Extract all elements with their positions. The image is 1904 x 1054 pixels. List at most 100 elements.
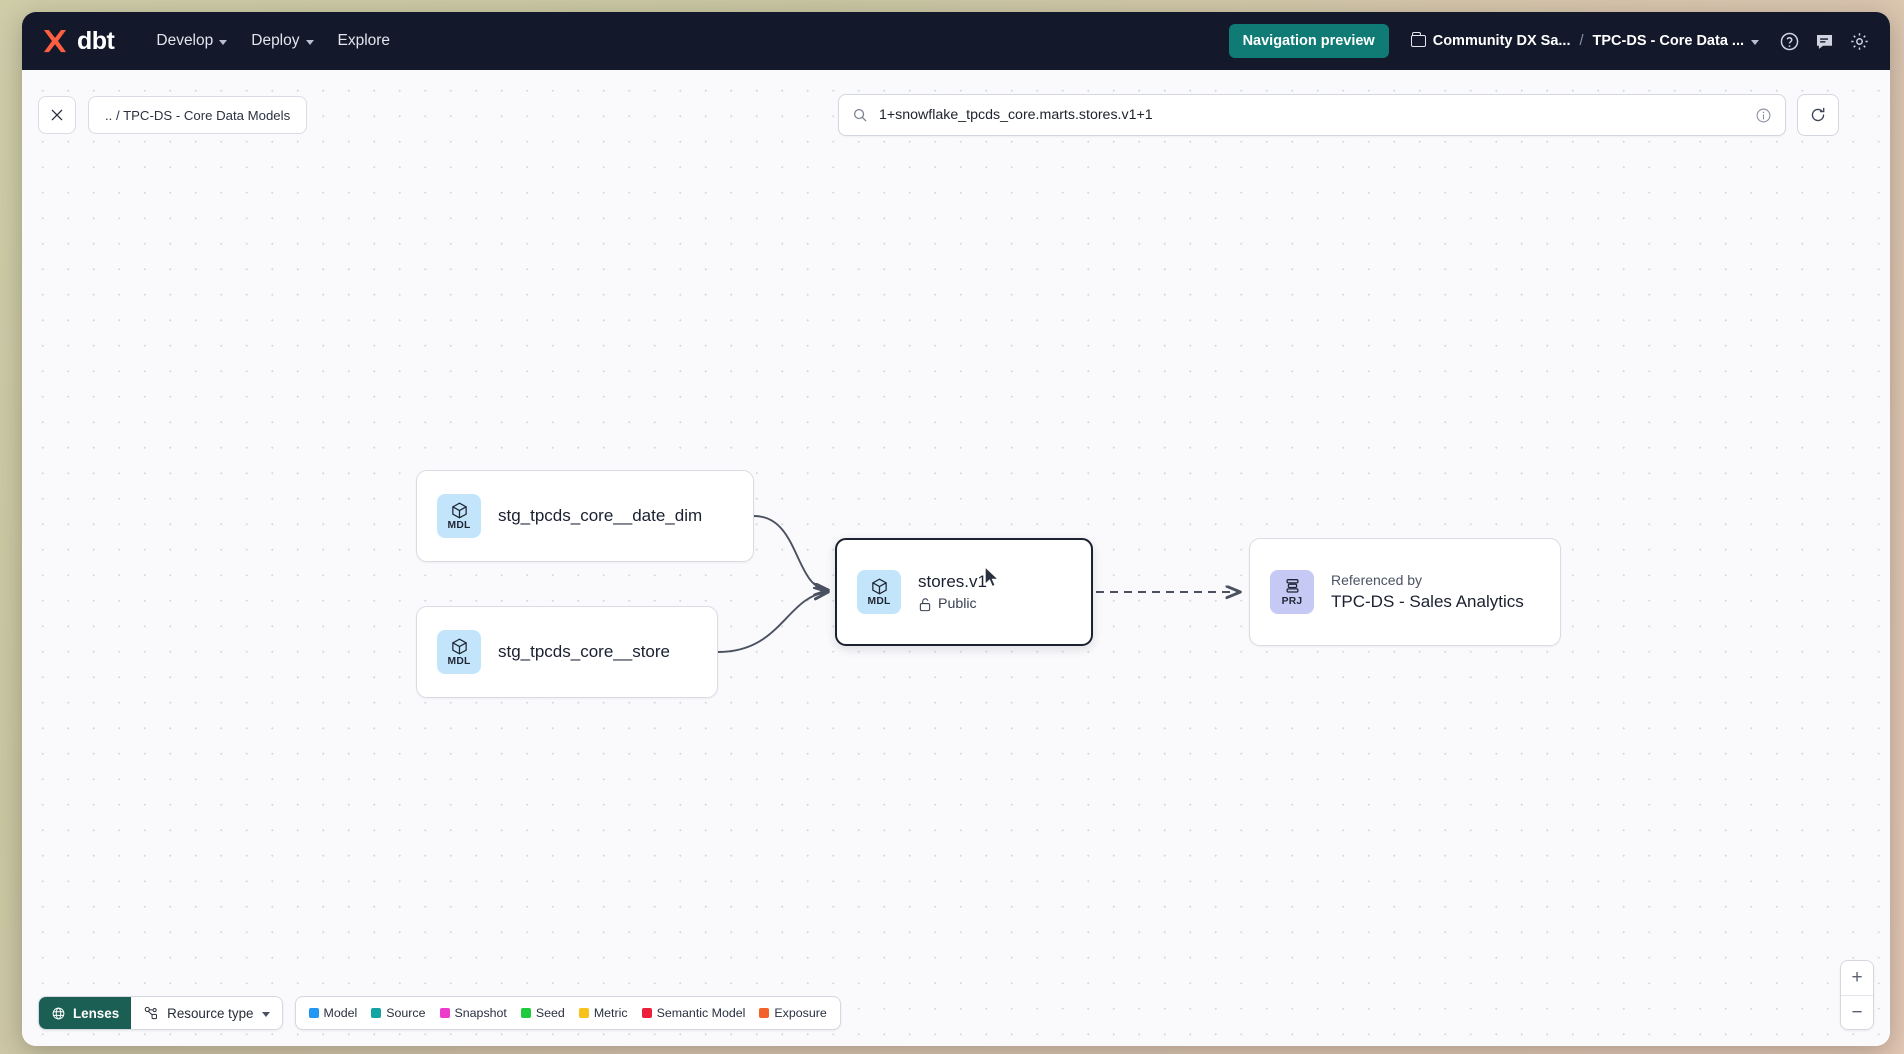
- close-icon: [51, 109, 63, 121]
- graph-node-label: stores.v1: [918, 572, 987, 591]
- lineage-edges: [717, 515, 1890, 653]
- help-circle-icon[interactable]: [1779, 31, 1800, 52]
- breadcrumb-project[interactable]: TPC-DS - Core Data ...: [1593, 33, 1759, 49]
- graph-node-access: Public: [918, 596, 987, 612]
- unlock-icon: [919, 597, 931, 611]
- zoom-in-button[interactable]: +: [1841, 961, 1873, 995]
- graph-node-stg-tpcds-core-store[interactable]: MDL stg_tpcds_core__store: [416, 606, 718, 698]
- folder-icon: [1410, 32, 1426, 47]
- dbt-logo-icon: [43, 29, 67, 53]
- search-input[interactable]: [879, 107, 1744, 123]
- resource-type-dropdown[interactable]: Resource type: [131, 997, 282, 1029]
- graph-node-stores-v1[interactable]: MDL stores.v1 Public: [835, 538, 1093, 646]
- legend-swatch: [439, 1008, 450, 1018]
- legend-item[interactable]: Metric: [578, 1006, 628, 1020]
- model-badge: MDL: [857, 570, 901, 614]
- breadcrumb: Community DX Sa... / TPC-DS - Core Data …: [1410, 32, 1759, 49]
- search-box[interactable]: [838, 94, 1786, 136]
- legend-swatch: [371, 1008, 382, 1018]
- graph-breadcrumb-pill[interactable]: .. / TPC-DS - Core Data Models: [88, 96, 308, 134]
- breadcrumb-project-label: TPC-DS - Core Data ...: [1592, 33, 1744, 49]
- cube-icon: [451, 502, 467, 519]
- breadcrumb-separator: /: [1579, 33, 1584, 49]
- legend-item[interactable]: Snapshot: [439, 1006, 507, 1020]
- graph-node-body: Referenced by TPC-DS - Sales Analytics: [1331, 572, 1524, 613]
- top-navigation-bar: dbt Develop Deploy Explore Navigation pr…: [22, 12, 1890, 70]
- chevron-down-icon: [261, 1011, 270, 1017]
- resource-type-legend: Model Source Snapshot Seed Metric Semantic Mo…: [294, 996, 841, 1030]
- legend-item[interactable]: Model: [308, 1006, 358, 1020]
- legend-label: Seed: [535, 1006, 565, 1020]
- graph-node-label: stg_tpcds_core__date_dim: [498, 506, 703, 525]
- search-area: [838, 94, 1839, 136]
- graph-toolbar: .. / TPC-DS - Core Data Models: [22, 70, 1890, 136]
- lens-icon: [52, 1007, 65, 1019]
- graph-node-label: stg_tpcds_core__store: [498, 642, 670, 661]
- model-badge-label: MDL: [447, 655, 471, 667]
- breadcrumb-account[interactable]: Community DX Sa...: [1410, 32, 1571, 49]
- nav-icon-group: [1779, 31, 1870, 52]
- legend-label: Metric: [593, 1006, 628, 1020]
- lenses-label: Lenses: [73, 1005, 120, 1021]
- info-icon[interactable]: [1755, 107, 1772, 124]
- breadcrumb-account-label: Community DX Sa...: [1432, 33, 1571, 49]
- nav-develop[interactable]: Develop: [144, 25, 239, 57]
- close-button[interactable]: [38, 96, 76, 134]
- nav-explore[interactable]: Explore: [326, 25, 403, 57]
- legend-item[interactable]: Source: [371, 1006, 426, 1020]
- nav-deploy-label: Deploy: [251, 32, 300, 49]
- brand-name: dbt: [77, 26, 115, 55]
- feedback-icon[interactable]: [1814, 31, 1835, 52]
- legend-swatch: [578, 1008, 589, 1018]
- zoom-out-button[interactable]: −: [1841, 995, 1873, 1029]
- legend-label: Snapshot: [454, 1006, 507, 1020]
- legend-swatch: [759, 1008, 770, 1018]
- lenses-control-group: Lenses Resource type: [38, 996, 283, 1030]
- resource-nodes-icon: [144, 1006, 158, 1020]
- legend-item[interactable]: Exposure: [759, 1006, 827, 1020]
- nav-deploy[interactable]: Deploy: [239, 25, 325, 57]
- gear-icon[interactable]: [1849, 31, 1870, 52]
- search-icon: [853, 108, 867, 122]
- refresh-icon: [1811, 107, 1825, 122]
- model-badge: MDL: [437, 494, 481, 538]
- legend-label: Semantic Model: [656, 1006, 746, 1020]
- cube-icon: [451, 638, 467, 655]
- legend-swatch: [308, 1008, 319, 1018]
- lineage-graph-canvas[interactable]: MDL stg_tpcds_core__date_dim MDL stg_tpc…: [22, 70, 1890, 1046]
- chevron-down-icon: [305, 39, 314, 45]
- graph-node-eyebrow: Referenced by: [1331, 571, 1423, 588]
- model-badge: MDL: [437, 630, 481, 674]
- legend-swatch: [641, 1008, 652, 1018]
- project-stack-icon: [1285, 578, 1299, 593]
- edge-store-to-stores: [717, 592, 828, 653]
- legend-label: Source: [386, 1006, 426, 1020]
- model-badge-label: MDL: [447, 519, 471, 531]
- project-badge-label: PRJ: [1281, 595, 1303, 607]
- graph-node-access-label: Public: [938, 596, 977, 612]
- legend-label: Model: [323, 1006, 358, 1020]
- refresh-button[interactable]: [1797, 94, 1839, 136]
- legend-item[interactable]: Seed: [520, 1006, 565, 1020]
- project-badge: PRJ: [1270, 570, 1314, 614]
- graph-node-referenced-by-project[interactable]: PRJ Referenced by TPC-DS - Sales Analyti…: [1249, 538, 1561, 646]
- navigation-preview-button[interactable]: Navigation preview: [1228, 24, 1389, 58]
- model-badge-label: MDL: [867, 595, 891, 607]
- zoom-controls: + −: [1840, 960, 1874, 1030]
- brand-logo[interactable]: dbt: [40, 26, 115, 56]
- chevron-down-icon: [219, 39, 228, 45]
- resource-type-label: Resource type: [167, 1005, 254, 1021]
- graph-node-label: TPC-DS - Sales Analytics: [1331, 592, 1524, 612]
- nav-develop-label: Develop: [156, 32, 214, 49]
- browser-window: dbt Develop Deploy Explore Navigation pr…: [22, 12, 1890, 1046]
- legend-label: Exposure: [774, 1006, 827, 1020]
- legend-item[interactable]: Semantic Model: [641, 1006, 746, 1020]
- nav-explore-label: Explore: [337, 32, 391, 49]
- graph-node-stg-tpcds-core-date-dim[interactable]: MDL stg_tpcds_core__date_dim: [416, 470, 754, 562]
- lenses-button[interactable]: Lenses: [39, 997, 132, 1029]
- edge-date-dim-to-stores: [753, 515, 828, 590]
- legend-swatch: [520, 1008, 531, 1018]
- graph-node-body: stores.v1 Public: [918, 572, 987, 612]
- cube-icon: [871, 578, 887, 595]
